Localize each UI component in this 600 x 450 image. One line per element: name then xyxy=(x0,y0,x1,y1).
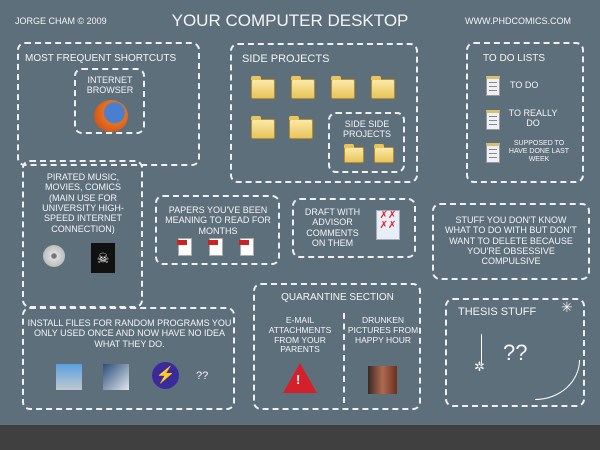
installer-icon[interactable] xyxy=(56,364,82,390)
quarantine-divider xyxy=(343,313,345,403)
pdf-icon[interactable] xyxy=(239,238,254,256)
papers-label: Papers you've been meaning to read for m… xyxy=(165,205,271,236)
side-side-projects-group xyxy=(328,112,405,173)
drunken-pictures-label: Drunken pictures from happy hour xyxy=(347,315,419,345)
notepad-icon[interactable] xyxy=(486,76,500,96)
folder-icon[interactable] xyxy=(251,116,275,139)
todo-item[interactable]: To Do xyxy=(510,80,539,90)
folder-icon[interactable] xyxy=(331,76,355,99)
warning-icon[interactable] xyxy=(283,363,317,393)
todo-item[interactable]: Supposed to have done last week xyxy=(508,140,570,164)
pirated-label: Pirated music, movies, comics (main use … xyxy=(42,172,124,234)
folder-icon[interactable] xyxy=(291,76,315,99)
spider-icon: ✲ xyxy=(474,359,485,374)
pirate-movie-icon[interactable]: ☠ xyxy=(91,243,115,273)
stuff-group xyxy=(432,203,590,280)
install-group xyxy=(22,307,235,410)
pdf-icon[interactable] xyxy=(177,238,192,256)
photo-icon[interactable] xyxy=(368,366,397,394)
email-attachments-label: E-mail attachments from your parents xyxy=(268,315,332,355)
quarantine-group xyxy=(253,283,421,410)
cobweb-corner-icon: ✳ xyxy=(561,299,573,315)
music-cd-icon[interactable] xyxy=(43,245,65,267)
notepad-icon[interactable] xyxy=(486,110,500,130)
spider-thread xyxy=(481,334,482,364)
quarantine-title: Quarantine Section xyxy=(281,292,394,303)
warning-mark: ! xyxy=(296,372,301,387)
side-projects-group xyxy=(230,43,418,183)
draft-label: Draft with advisor comments on them xyxy=(304,207,361,249)
browser-shortcut[interactable] xyxy=(74,68,145,134)
lightning-program-icon[interactable]: ⚡ xyxy=(152,362,179,389)
thesis-group xyxy=(445,298,585,407)
folder-icon[interactable] xyxy=(374,144,394,163)
credit: Jorge Cham © 2009 xyxy=(15,16,107,26)
todo-item[interactable]: To Really Do xyxy=(508,108,558,129)
side-side-projects-title: Side Side Projects xyxy=(342,119,391,140)
thesis-unknown: ?? xyxy=(503,340,528,365)
notepad-icon[interactable] xyxy=(486,143,500,163)
folder-icon[interactable] xyxy=(371,76,395,99)
word-document-icon[interactable]: ✗✗✗✗ xyxy=(376,210,400,240)
folder-icon[interactable] xyxy=(289,116,313,139)
pdf-icon[interactable] xyxy=(208,238,223,256)
page-title: Your Computer Desktop xyxy=(171,11,409,30)
taskbar xyxy=(0,425,600,450)
todo-group xyxy=(466,42,584,183)
shortcuts-group xyxy=(17,42,200,166)
todo-title: To Do Lists xyxy=(483,53,546,64)
program-icon[interactable] xyxy=(103,364,129,390)
thesis-title: Thesis stuff xyxy=(458,306,537,318)
browser-label: Internet Browser xyxy=(86,75,134,96)
site-url: www.phdcomics.com xyxy=(465,16,571,26)
draft-group xyxy=(292,198,416,258)
firefox-icon[interactable] xyxy=(94,100,128,132)
side-projects-title: Side Projects xyxy=(242,53,330,65)
install-label: Install files for random programs you on… xyxy=(27,318,232,349)
papers-group xyxy=(155,195,280,265)
folder-icon[interactable] xyxy=(251,76,275,99)
folder-icon[interactable] xyxy=(344,144,364,163)
stuff-label: Stuff you don't know what to do with but… xyxy=(445,215,577,267)
shortcuts-title: Most Frequent Shortcuts xyxy=(25,53,177,64)
unknown-program-label: ?? xyxy=(196,370,209,382)
